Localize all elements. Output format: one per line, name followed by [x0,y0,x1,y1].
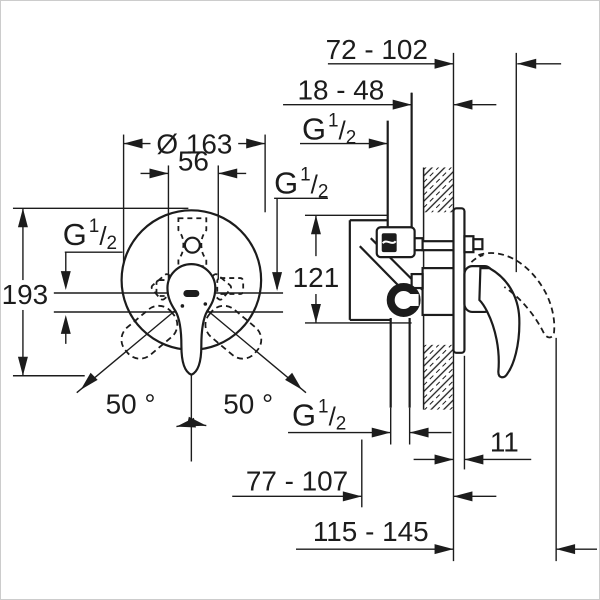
dashed-lever-side [470,252,556,339]
escutcheon-plate-side [452,207,466,354]
valve-body [421,267,456,317]
cartridge-dashed [177,217,208,268]
dim-label-handle-to-wall: 115 - 145 [313,516,429,547]
dim-escutcheon-diameter: Ø 163 [123,128,266,159]
dim-body-to-wall: 77 - 107 [232,465,497,502]
dim-label-escutcheon-diameter: Ø 163 [156,128,232,159]
lever-handle-front [166,263,217,376]
wall-hatch-upper [423,167,454,213]
valve-fitting [410,272,424,290]
wall-hatch-lower [423,344,454,410]
dim-label-swing-left: 50 ° [106,389,156,420]
dim-label-swing-right: 50 ° [223,389,273,420]
dim-depth-total: 72 - 102 [326,34,562,69]
union-nut [386,283,421,317]
dim-label-depth-total: 72 - 102 [326,34,428,65]
dim-label-escutcheon-offset: 11 [490,426,519,457]
handle-dot-right [203,302,208,306]
handle-dot-left [180,304,185,308]
dim-label-total-height: 193 [2,279,49,310]
dim-label-pipe-to-wall: 18 - 48 [297,75,384,106]
bolt-stub [413,237,424,252]
cartridge-screw-front [183,236,201,254]
dim-label-port-spacing: 121 [293,262,340,293]
lever-handle-side [463,265,521,379]
logo-block [375,226,416,259]
dim-port-spacing: 121 [293,215,340,323]
bolt-cap [472,238,484,251]
side-view: 72 - 102 18 - 48 G1/2 G1/2 [232,34,598,562]
dim-cartridge-width: 56 [140,145,247,179]
front-extension-lines [12,134,266,377]
dim-handle-to-wall: 115 - 145 [296,516,598,555]
dashed-wing-right [216,277,245,295]
bolt-head [463,235,475,254]
dim-label-cartridge-width: 56 [178,145,209,176]
dim-escutcheon-offset: 11 [413,426,532,465]
dim-pipe-to-wall: 18 - 48 [283,75,497,110]
handle-slot [183,290,200,298]
dim-total-height: 193 [2,208,49,376]
dim-label-body-to-wall: 77 - 107 [246,465,348,496]
pipes [386,92,413,408]
wall-section [422,52,455,562]
